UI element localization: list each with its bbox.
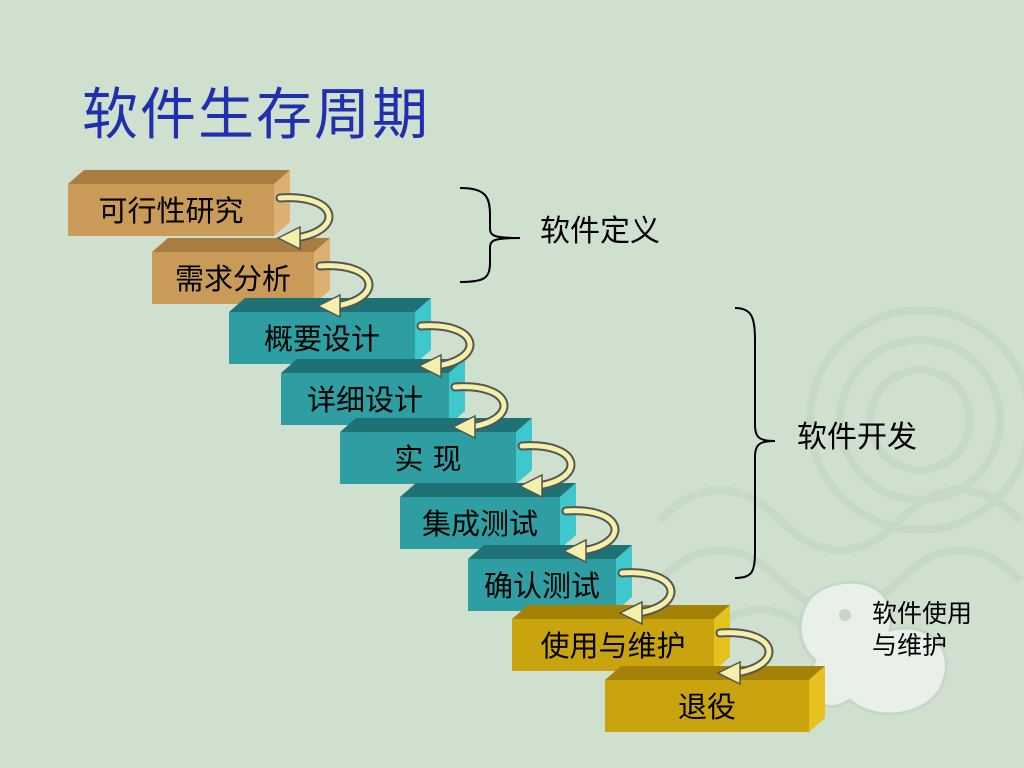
block-side bbox=[560, 483, 576, 549]
curved-arrow-icon bbox=[561, 506, 620, 564]
brace-development bbox=[734, 307, 776, 579]
block-side bbox=[449, 359, 465, 425]
block-top bbox=[340, 418, 532, 432]
curved-arrow-icon bbox=[715, 628, 774, 686]
block-front bbox=[229, 312, 415, 364]
block-side bbox=[274, 170, 290, 236]
block-side bbox=[616, 545, 632, 611]
curved-arrow-icon bbox=[315, 261, 374, 319]
block-top bbox=[605, 666, 825, 680]
brace-definition bbox=[459, 187, 521, 283]
stair-block: 需求分析 bbox=[152, 238, 330, 304]
curved-arrow-icon bbox=[617, 568, 676, 626]
stair-label: 集成测试 bbox=[422, 507, 538, 541]
stair-label: 可行性研究 bbox=[98, 194, 243, 228]
stair-block: 使用与维护 bbox=[512, 605, 730, 671]
label-software-definition: 软件定义 bbox=[540, 214, 660, 249]
block-side bbox=[714, 605, 730, 671]
stair-label: 需求分析 bbox=[175, 262, 291, 296]
stair-block: 实 现 bbox=[340, 418, 532, 484]
block-front bbox=[605, 680, 809, 732]
stair-label: 概要设计 bbox=[264, 322, 380, 356]
stair-block: 集成测试 bbox=[400, 483, 576, 549]
block-front bbox=[340, 432, 516, 484]
label-software-usage-line1: 软件使用 bbox=[872, 599, 973, 628]
block-front bbox=[512, 619, 714, 671]
curved-arrow-icon bbox=[275, 193, 334, 251]
dragon-emblem-icon bbox=[798, 580, 948, 716]
stair-block: 可行性研究 bbox=[68, 170, 290, 236]
block-top bbox=[68, 170, 290, 184]
stair-label: 使用与维护 bbox=[540, 629, 685, 663]
label-software-development: 软件开发 bbox=[797, 420, 917, 455]
curved-arrow-icon bbox=[517, 441, 576, 499]
stair-block: 确认测试 bbox=[468, 545, 632, 611]
stair-label: 确认测试 bbox=[484, 569, 600, 603]
block-front bbox=[468, 559, 616, 611]
block-side bbox=[809, 666, 825, 732]
block-side bbox=[516, 418, 532, 484]
stair-block: 退役 bbox=[605, 666, 825, 732]
block-front bbox=[400, 497, 560, 549]
block-front bbox=[152, 252, 314, 304]
block-front bbox=[68, 184, 274, 236]
label-software-usage-line2: 与维护 bbox=[872, 631, 948, 660]
background-pattern-icon bbox=[657, 306, 1024, 674]
slide-title: 软件生存周期 bbox=[82, 83, 430, 148]
stair-label: 退役 bbox=[678, 690, 736, 724]
stair-label: 实 现 bbox=[394, 442, 461, 476]
stair-label: 详细设计 bbox=[307, 383, 423, 417]
block-side bbox=[314, 238, 330, 304]
block-top bbox=[281, 359, 465, 373]
curved-arrow-icon bbox=[450, 382, 509, 440]
curved-arrow-icon bbox=[416, 321, 475, 379]
block-front bbox=[281, 373, 449, 425]
stair-block: 详细设计 bbox=[281, 359, 465, 425]
block-side bbox=[415, 298, 431, 364]
